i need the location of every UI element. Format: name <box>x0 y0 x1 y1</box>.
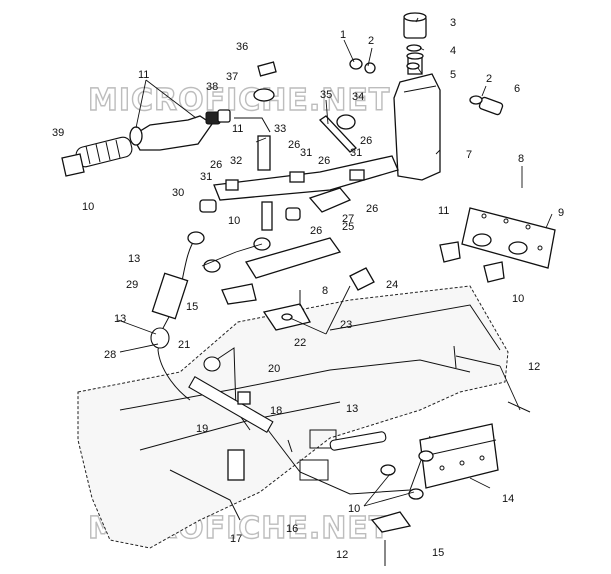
callout-38: 38 <box>206 81 218 93</box>
center-mounting-plates <box>221 237 375 331</box>
callout-26: 26 <box>210 159 222 171</box>
callout-31: 31 <box>350 147 362 159</box>
watermark-top: MICROFICHE.NET <box>88 83 390 118</box>
callout-5: 5 <box>450 69 456 81</box>
callout-10: 10 <box>228 215 240 227</box>
callout-26: 26 <box>310 225 322 237</box>
callout-39: 39 <box>52 127 64 139</box>
callout-31: 31 <box>200 171 212 183</box>
callout-15: 15 <box>186 301 198 313</box>
callout-9: 9 <box>558 207 564 219</box>
callout-32: 32 <box>230 155 242 167</box>
callout-11: 11 <box>438 205 449 217</box>
callout-25: 25 <box>342 221 354 233</box>
callout-10: 10 <box>512 293 524 305</box>
callout-13: 13 <box>128 253 140 265</box>
callout-4: 4 <box>450 45 456 57</box>
callout-13: 13 <box>346 403 358 415</box>
lower-oil-lines <box>188 347 274 481</box>
callout-8: 8 <box>322 285 328 297</box>
callout-10: 10 <box>82 201 94 213</box>
callout-17: 17 <box>230 533 242 545</box>
callout-6: 6 <box>514 83 520 95</box>
callout-27: 27 <box>342 213 354 225</box>
callout-10: 10 <box>348 503 360 515</box>
callout-1: 1 <box>340 29 346 41</box>
callout-30: 30 <box>172 187 184 199</box>
bottom-lines <box>267 429 431 495</box>
callout-26: 26 <box>288 139 300 151</box>
callout-35: 35 <box>320 89 332 101</box>
callout-2: 2 <box>486 73 492 85</box>
callout-7: 7 <box>466 149 472 161</box>
callout-11: 11 <box>138 69 149 81</box>
tank-cap <box>403 12 427 70</box>
mounting-bracket <box>461 207 556 269</box>
callout-29: 29 <box>126 279 138 291</box>
bracket-clamps <box>439 233 528 283</box>
callout-2: 2 <box>368 35 374 47</box>
callout-12: 12 <box>528 361 540 373</box>
left-pump-hose <box>150 231 271 401</box>
callout-34: 34 <box>352 91 364 103</box>
callout-16: 16 <box>286 523 298 535</box>
callout-19: 19 <box>196 423 208 435</box>
lower-right-bracket <box>370 345 531 566</box>
callout-24: 24 <box>386 279 398 291</box>
callout-22: 22 <box>294 337 306 349</box>
callout-21: 21 <box>178 339 190 351</box>
callout-labels: 1 2 3 4 5 2 6 7 8 9 36 37 38 11 11 11 35… <box>52 17 564 561</box>
callout-11: 11 <box>232 123 243 135</box>
leader-lines <box>117 17 553 507</box>
callout-23: 23 <box>340 319 352 331</box>
callout-33: 33 <box>274 123 286 135</box>
callout-8: 8 <box>518 153 524 165</box>
callout-37: 37 <box>226 71 238 83</box>
callout-36: 36 <box>236 41 248 53</box>
tank-fitting <box>349 58 504 116</box>
oil-tank <box>393 52 441 181</box>
callout-31: 31 <box>300 147 312 159</box>
callout-28: 28 <box>104 349 116 361</box>
left-hose <box>61 126 143 177</box>
callout-26: 26 <box>366 203 378 215</box>
callout-12: 12 <box>336 549 348 561</box>
callout-18: 18 <box>270 405 282 417</box>
callout-14: 14 <box>502 493 514 505</box>
callout-3: 3 <box>450 17 456 29</box>
callout-15: 15 <box>432 547 444 559</box>
upper-oil-lines <box>131 61 399 231</box>
callout-26: 26 <box>318 155 330 167</box>
callout-20: 20 <box>268 363 280 375</box>
callout-13: 13 <box>114 313 126 325</box>
callout-26: 26 <box>360 135 372 147</box>
